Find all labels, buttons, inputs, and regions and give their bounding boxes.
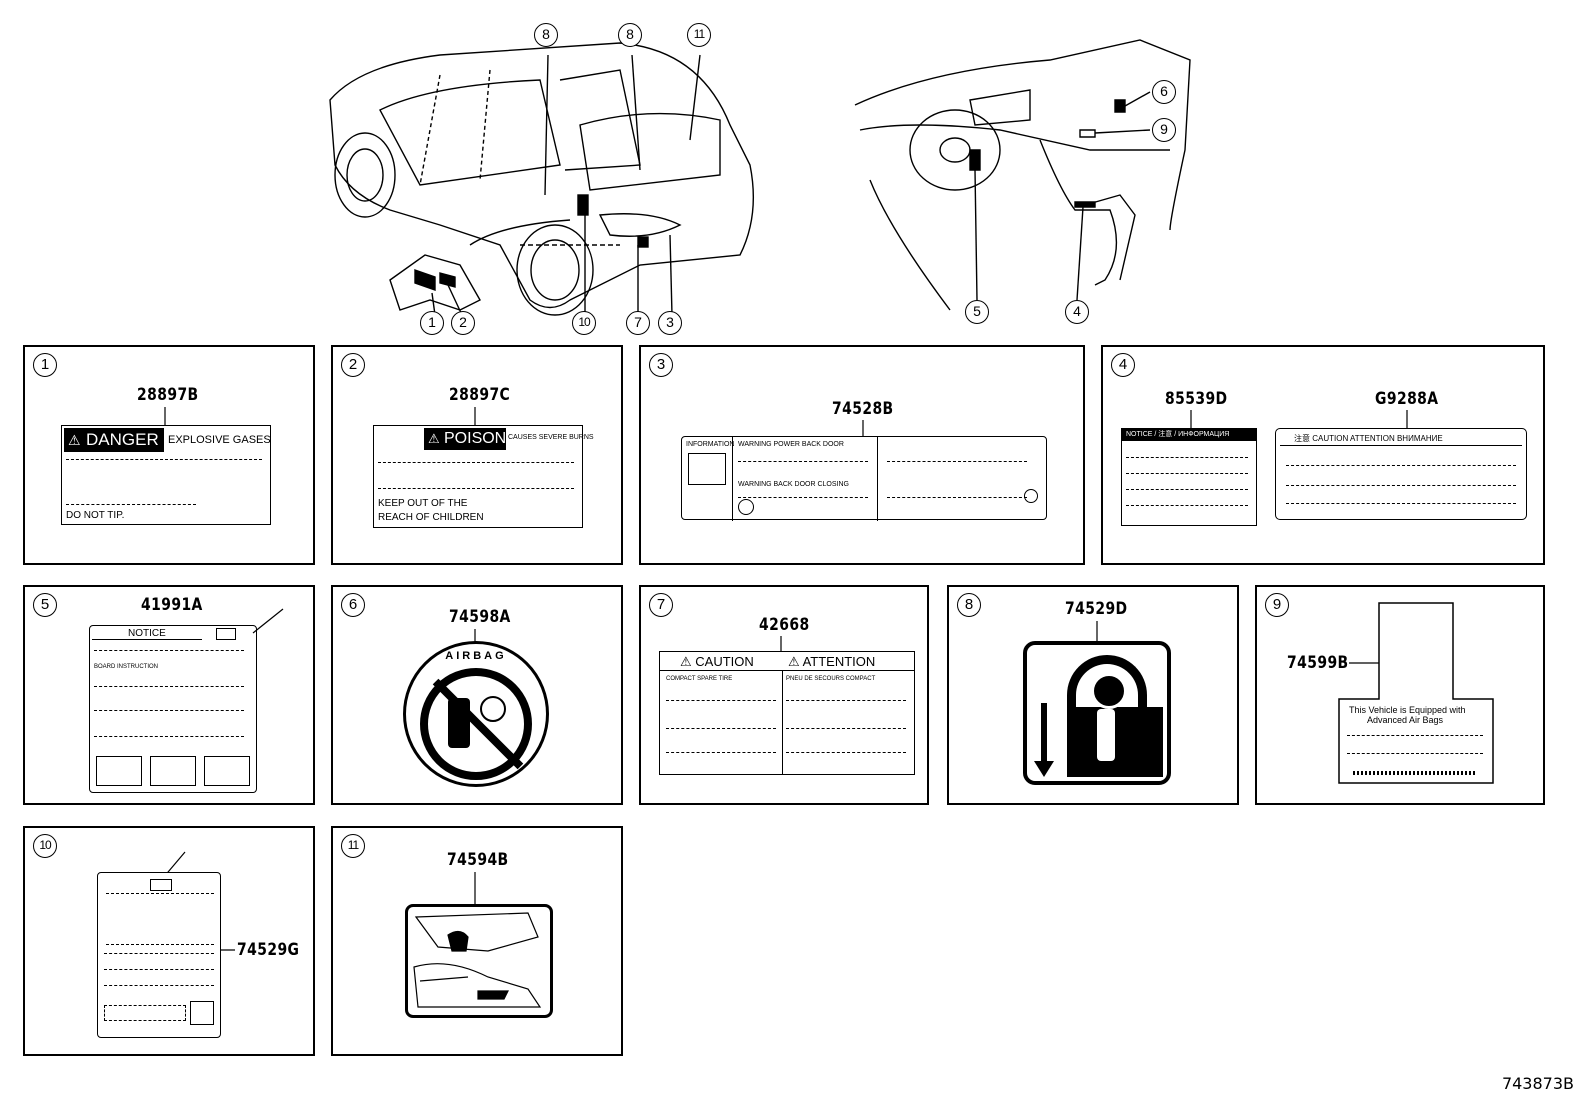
label-panel-6: 6 74598A AIRBAG [331, 585, 623, 805]
tag-icon [216, 628, 236, 640]
child-lock-label [1023, 641, 1171, 785]
callout-8: 8 [618, 23, 642, 47]
pneu-de-secours: PNEU DE SECOURS COMPACT [786, 676, 876, 682]
vehicle-interior-illustration: 6 9 5 4 [850, 20, 1210, 335]
poison-title: POISON [444, 430, 507, 447]
poison-footer-line2: REACH OF CHILDREN [378, 512, 484, 523]
cargo-area-label [405, 904, 553, 1018]
label-panel-4: 4 85539D G9288A NOTICE / 注意 / ИНФОРМАЦИЯ… [1101, 345, 1545, 565]
panel-index: 5 [33, 593, 57, 617]
figure-number: 743873B [1501, 1074, 1574, 1093]
caution-header: 注意 CAUTION ATTENTION ВНИМАНИЕ [1294, 434, 1443, 443]
label-panel-10: 10 74529G [23, 826, 315, 1056]
part-number: 41991A [141, 595, 203, 615]
board-instruction: BOARD INSTRUCTION [94, 664, 159, 670]
poison-header: ⚠ POISON [424, 428, 506, 450]
part-number: 28897B [137, 385, 199, 405]
part-number: 74528B [832, 399, 894, 419]
power-back-door-label: INFORMATION WARNING POWER BACK DOOR WARN… [681, 436, 1047, 521]
panel-index: 2 [341, 353, 365, 377]
label-panel-2: 2 28897C ⚠ POISON CAUSES SEVERE BURNS KE… [331, 345, 623, 565]
notice-label: NOTICE / 注意 / ИНФОРМАЦИЯ [1121, 428, 1257, 526]
no-rear-facing-seat-icon [420, 668, 532, 780]
panel-index: 1 [33, 353, 57, 377]
warning-triangle-icon: ⚠ [68, 432, 81, 448]
caution-header: ⚠ CAUTION [680, 654, 754, 669]
notice-header: NOTICE [128, 628, 166, 639]
danger-header: ⚠ DANGER [64, 428, 164, 452]
warning-triangle-icon: ⚠ [680, 654, 696, 669]
warning-triangle-icon: ⚠ [428, 431, 440, 446]
danger-footer: DO NOT TIP. [66, 510, 125, 521]
child-lock-icon [1067, 655, 1147, 731]
panel-index: 7 [649, 593, 673, 617]
compact-spare-tire: COMPACT SPARE TIRE [666, 676, 733, 682]
caution-label: 注意 CAUTION ATTENTION ВНИМАНИЕ [1275, 428, 1527, 520]
spare-tire-label: ⚠ CAUTION ⚠ ATTENTION COMPACT SPARE TIRE… [659, 651, 915, 775]
info-header: INFORMATION [686, 441, 735, 448]
poison-label: ⚠ POISON CAUSES SEVERE BURNS KEEP OUT OF… [373, 425, 594, 528]
part-number: 74529G [237, 940, 300, 960]
label-panel-11: 11 74594B [331, 826, 623, 1056]
tag-icon [150, 879, 172, 891]
round-marker-icon [1024, 489, 1038, 503]
callout-11: 11 [687, 23, 711, 47]
label-panel-8: 8 74529D [947, 585, 1239, 805]
label-panel-5: 5 41991A NOTICE BOARD INSTRUCTION [23, 585, 315, 805]
notice-instruction-label: NOTICE BOARD INSTRUCTION [89, 625, 257, 793]
callout-8: 8 [534, 23, 558, 47]
callout-6: 6 [1152, 80, 1176, 104]
danger-label: ⚠ DANGER EXPLOSIVE GASES DO NOT TIP. [61, 425, 271, 525]
notice-header: NOTICE / 注意 / ИНФОРМАЦИЯ [1122, 429, 1256, 441]
part-number: 74529D [1065, 599, 1128, 619]
diagram-sketch [106, 893, 214, 945]
callout-2: 2 [451, 311, 475, 335]
callout-9: 9 [1152, 118, 1176, 142]
panel-index: 4 [1111, 353, 1135, 377]
poison-footer-line1: KEEP OUT OF THE [378, 498, 468, 509]
callout-5: 5 [965, 300, 989, 324]
danger-subtitle: EXPLOSIVE GASES [168, 434, 271, 446]
warning-power-back-door: WARNING POWER BACK DOOR [738, 441, 844, 448]
part-number-a: 85539D [1165, 389, 1228, 409]
panel-index: 6 [341, 593, 365, 617]
airbag-warning-label: AIRBAG [403, 641, 549, 787]
usage-icon [204, 756, 250, 786]
label-panel-9: 9 74599B This Vehicle is Equipped with A… [1255, 585, 1545, 805]
panel-index: 11 [341, 834, 365, 858]
usage-icon [150, 756, 196, 786]
warning-back-door-closing: WARNING BACK DOOR CLOSING [738, 481, 849, 488]
label-panel-3: 3 74528B INFORMATION WARNING POWER BACK … [639, 345, 1085, 565]
hand-icon [688, 453, 726, 485]
callout-1: 1 [420, 311, 444, 335]
poison-subtitle: CAUSES SEVERE BURNS [508, 434, 594, 441]
panel-index: 10 [33, 834, 57, 858]
panel-index: 9 [1265, 593, 1289, 617]
usage-icon [96, 756, 142, 786]
part-number: 74598A [449, 607, 511, 627]
part-number-b: G9288A [1375, 389, 1439, 409]
part-number: 74594B [447, 850, 509, 870]
panel-index: 8 [957, 593, 981, 617]
airbag-ring-text: AIRBAG [445, 650, 507, 662]
prohibited-icon [738, 499, 754, 515]
instruction-sheet-label [97, 872, 221, 1038]
warning-triangle-icon: ⚠ [788, 654, 803, 669]
callout-4: 4 [1065, 300, 1089, 324]
attention-header: ⚠ ATTENTION [788, 654, 876, 669]
label-panel-7: 7 42668 ⚠ CAUTION ⚠ ATTENTION COMPACT SP… [639, 585, 929, 805]
label-panel-1: 1 28897B ⚠ DANGER EXPLOSIVE GASES DO NOT… [23, 345, 315, 565]
callout-10: 10 [572, 311, 596, 335]
part-number: 28897C [449, 385, 511, 405]
part-number: 42668 [759, 615, 810, 635]
callout-3: 3 [658, 311, 682, 335]
part-number: 74599B [1287, 653, 1349, 673]
callout-7: 7 [626, 311, 650, 335]
down-arrow-icon [1041, 703, 1047, 765]
airbag-notice-line2: Advanced Air Bags [1367, 715, 1444, 725]
airbag-notice-line1: This Vehicle is Equipped with [1349, 705, 1466, 715]
danger-title: DANGER [86, 430, 159, 449]
vehicle-rear-view-illustration: 8 8 11 1 2 10 7 3 [320, 15, 780, 345]
panel-index: 3 [649, 353, 673, 377]
